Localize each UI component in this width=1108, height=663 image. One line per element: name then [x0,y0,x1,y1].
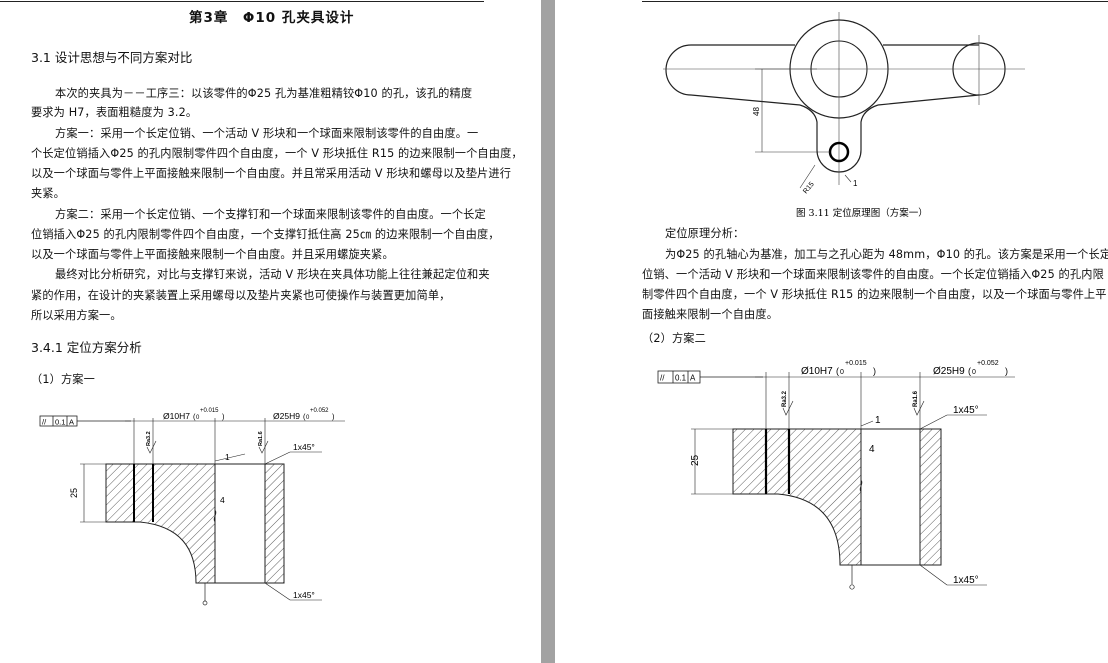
svg-text:+0.052: +0.052 [977,360,999,367]
label-1: 1 [225,452,230,462]
svg-text:): ) [222,412,225,421]
paragraph-line: 为Φ25 的孔轴心为基准，加工与之孔心距为 48mm，Φ10 的孔。该方案是采用… [665,248,1108,261]
svg-text:): ) [332,412,335,421]
svg-text:0.1: 0.1 [55,418,65,427]
roughness-symbol: Ra1.6 [913,390,925,416]
document-page-right: 48 R15 1 图 3.11 定位原理图（方案一） // 0.1 A [555,0,1108,663]
scheme-2-label: （2）方案二 [642,332,706,345]
geometric-tolerance-frame: // 0.1 A [39,415,131,427]
page-gap [541,0,555,663]
principle-heading: 定位原理分析： [665,227,745,240]
dimension-48: 48 [752,107,761,116]
paragraph-line: 位销插入Φ25 的孔内限制零件四个自由度，一个支撑钉抵住高 25㎝ 的边来限制一… [31,228,500,241]
dimension-r15: R15 [802,181,816,195]
paragraph-line: 最终对比分析研究，对比与支撑钉来说，活动 V 形块在夹具体功能上往往兼起定位和夹 [55,268,490,281]
svg-text://: // [42,418,47,427]
svg-text:(: ( [193,412,196,421]
chamfer-bottom: 1x45° [293,590,315,600]
fixture-drawing-scheme-1: // 0.1 A Ø10H7 ( 0 +0.015 ) Ø2 [39,408,345,606]
paragraph-line: 所以采用方案一。 [31,309,122,322]
figure-caption: 图 3.11 定位原理图（方案一） [796,207,928,219]
svg-text:0: 0 [196,415,200,421]
dimension-small-hole: Ø10H7 ( 0 +0.015 ) [801,360,876,377]
paragraph-line: 夹紧。 [31,187,66,200]
svg-text:Ø10H7: Ø10H7 [163,411,190,421]
dimension-small-hole: Ø10H7 ( 0 +0.015 ) [163,408,225,421]
svg-text:Ra3.2: Ra3.2 [146,431,152,446]
svg-text:0.1: 0.1 [675,374,687,383]
chamfer-top: 1x45° [293,442,315,452]
subsection-title: 3.4.1 定位方案分析 [31,340,142,355]
paragraph-line: 制零件四个自由度，一个 V 形块抵住 R15 的边来限制一个自由度，以及一个球面… [642,288,1107,301]
geometric-tolerance-frame: // 0.1 A [657,370,763,384]
paragraph-line: 位销、一个活动 V 形块和一个球面来限制该零件的自由度。一个长定位销插入Φ25 … [642,268,1104,281]
svg-text:Ø10H7: Ø10H7 [801,366,833,377]
svg-text:(: ( [303,412,306,421]
height-dimension: 25 [690,454,701,466]
header-rule [642,1,1108,2]
svg-text:0: 0 [972,369,976,376]
svg-text:Ø25H9: Ø25H9 [273,411,300,421]
svg-text:Ra1.6: Ra1.6 [913,390,919,407]
roughness-symbol: Ra1.6 [258,431,269,454]
svg-text:(: ( [836,366,839,376]
paragraph-line: 方案一：采用一个长定位销、一个活动 V 形块和一个球面来限制该零件的自由度。一 [55,127,479,140]
document-page-left: 第3章 Φ10 孔夹具设计 3.1 设计思想与不同方案对比 本次的夹具为－－工序… [0,0,541,663]
svg-text:0: 0 [840,369,844,376]
svg-text:A: A [690,374,696,383]
paragraph-line: 方案二：采用一个长定位销、一个支撑钉和一个球面来限制该零件的自由度。一个长定 [55,208,486,221]
paragraph-line: 个长定位销插入Φ25 的孔内限制零件四个自由度，一个 V 形块抵住 R15 的边… [31,147,523,160]
svg-text:): ) [1005,366,1008,376]
scheme-1-label: （1）方案一 [31,373,95,386]
svg-text:+0.015: +0.015 [845,360,867,367]
paragraph-line: 以及一个球面与零件上平面接触来限制一个自由度。并且常采用活动 V 形块和螺母以及… [31,167,512,180]
dimension-large-hole: Ø25H9 ( 0 +0.052 ) [933,360,1008,377]
svg-text://: // [660,374,665,383]
header-rule [0,1,484,2]
svg-text:): ) [873,366,876,376]
svg-text:Ra1.6: Ra1.6 [258,431,264,446]
svg-text:Ø25H9: Ø25H9 [933,366,965,377]
svg-text:Ra3.2: Ra3.2 [782,390,788,407]
svg-text:+0.015: +0.015 [200,408,219,414]
section-title: 3.1 设计思想与不同方案对比 [31,50,193,65]
chamfer-bottom: 1x45° [953,575,979,586]
svg-text:A: A [69,418,74,427]
height-dimension: 25 [69,488,79,498]
label-4: 4 [220,495,225,505]
paragraph-line: 面接触来限制一个自由度。 [642,308,779,321]
paragraph-line: 本次的夹具为－－工序三：以该零件的Φ25 孔为基准粗精铰Φ10 的孔，该孔的精度 [55,87,473,100]
svg-text:+0.052: +0.052 [310,408,329,414]
roughness-symbol: Ra3.2 [782,390,794,416]
paragraph-line: 紧的作用，在设计的夹紧装置上采用螺母以及垫片夹紧也可使操作与装置更加简单， [31,289,451,302]
paragraph-line: 以及一个球面与零件上平面接触来限制一个自由度。并且采用螺旋夹紧。 [31,248,394,261]
svg-text:(: ( [968,366,971,376]
dimension-large-hole: Ø25H9 ( 0 +0.052 ) [273,408,335,421]
label-1: 1 [853,179,858,188]
label-1: 1 [875,415,881,426]
label-4: 4 [869,444,875,455]
chapter-title: 第3章 Φ10 孔夹具设计 [189,10,355,26]
svg-text:0: 0 [306,415,310,421]
chamfer-top: 1x45° [953,405,979,416]
positioning-principle-figure: 48 R15 1 图 3.11 定位原理图（方案一） // 0.1 A [657,12,1025,590]
roughness-symbol: Ra3.2 [146,431,157,454]
paragraph-line: 要求为 H7，表面粗糙度为 3.2。 [31,106,198,119]
